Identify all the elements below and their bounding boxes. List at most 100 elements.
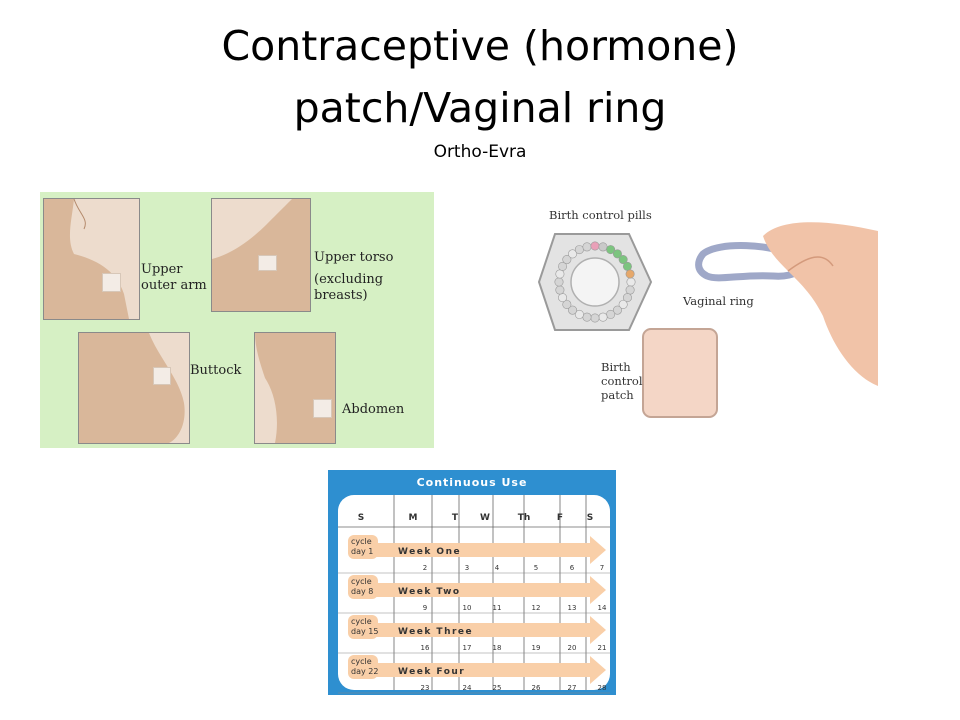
patch-label: Birth control patch bbox=[601, 360, 643, 402]
upper-outer-arm-label-line-2: outer arm bbox=[141, 278, 207, 293]
calendar-date: 23 bbox=[421, 684, 430, 692]
patch-marker-arm bbox=[102, 273, 121, 292]
cycle-day-badge bbox=[348, 575, 378, 599]
calendar-date: 12 bbox=[532, 604, 541, 612]
calendar-date: 10 bbox=[463, 604, 472, 612]
cycle-day-badge bbox=[348, 655, 378, 679]
calendar-date: 20 bbox=[568, 644, 577, 652]
cycle-day-badge bbox=[348, 615, 378, 639]
pill-dot bbox=[618, 255, 628, 265]
upper-torso-label-line-1: Upper torso bbox=[314, 250, 394, 265]
pill-dot bbox=[590, 241, 600, 251]
pill-dot bbox=[626, 277, 636, 287]
upper-arm-figure bbox=[44, 199, 129, 319]
upper-torso-label-line-2: (excluding breasts) bbox=[314, 272, 384, 303]
pill-dot bbox=[562, 299, 572, 309]
upper-arm-photo bbox=[43, 198, 140, 320]
calendar-day-header: T bbox=[452, 513, 459, 523]
abdomen-photo bbox=[254, 332, 336, 444]
calendar-date: 17 bbox=[463, 644, 472, 652]
pill-dot bbox=[574, 245, 584, 255]
pill-dot bbox=[606, 245, 616, 255]
pill-dot bbox=[622, 293, 632, 303]
cycle-day-label: day 22 bbox=[351, 667, 378, 676]
pill-dot bbox=[558, 293, 568, 303]
pill-dot bbox=[622, 261, 632, 271]
buttock-label: Buttock bbox=[190, 363, 242, 378]
cycle-day-badge bbox=[348, 535, 378, 559]
slide-subtitle: Ortho-Evra bbox=[433, 142, 527, 162]
cycle-day-label: cycle bbox=[351, 577, 372, 586]
patch-marker-abdomen bbox=[313, 399, 332, 418]
birth-control-methods-image: Birth control pills Vaginal ring Birth c… bbox=[533, 196, 878, 426]
pill-dot bbox=[574, 309, 584, 319]
pill-pack-icon bbox=[537, 233, 653, 331]
upper-torso-label: Upper torso (excluding breasts) bbox=[314, 250, 434, 304]
buttock-photo bbox=[78, 332, 190, 444]
pill-dot bbox=[555, 269, 565, 279]
pill-dot bbox=[558, 261, 568, 271]
calendar-date: 21 bbox=[598, 644, 607, 652]
calendar-date: 7 bbox=[600, 564, 604, 572]
cycle-day-label: day 1 bbox=[351, 547, 373, 556]
patch-placement-image: Upper outer arm Upper torso (excluding b… bbox=[40, 192, 434, 448]
week-arrow-label: Week Three bbox=[398, 627, 473, 637]
cycle-day-label: cycle bbox=[351, 537, 372, 546]
week-arrow bbox=[376, 536, 606, 564]
pill-dot bbox=[554, 277, 564, 287]
pill-dot bbox=[582, 312, 592, 322]
week-arrow-label: Week Two bbox=[398, 587, 461, 597]
pill-dot bbox=[612, 305, 622, 315]
upper-outer-arm-label: Upper outer arm bbox=[141, 262, 207, 294]
abdomen-label: Abdomen bbox=[342, 402, 405, 417]
hand-icon bbox=[763, 222, 878, 386]
pills-label: Birth control pills bbox=[549, 208, 652, 222]
pill-dot bbox=[562, 255, 572, 265]
cycle-day-label: cycle bbox=[351, 657, 372, 666]
calendar-day-header: W bbox=[480, 513, 490, 523]
calendar-date: 11 bbox=[493, 604, 502, 612]
calendar-date: 2 bbox=[423, 564, 427, 572]
calendar-day-header: M bbox=[409, 513, 418, 523]
pill-dot bbox=[582, 242, 592, 252]
calendar-date: 25 bbox=[493, 684, 502, 692]
abdomen-figure bbox=[255, 333, 335, 443]
slide-title-line-2: patch/Vaginal ring bbox=[293, 84, 667, 132]
calendar-date: 6 bbox=[570, 564, 575, 572]
week-arrow bbox=[376, 656, 606, 684]
calendar-day-header: Th bbox=[518, 513, 531, 523]
calendar-date: 13 bbox=[568, 604, 577, 612]
pill-dot bbox=[590, 313, 600, 323]
pill-dot bbox=[568, 249, 578, 259]
calendar-date: 16 bbox=[421, 644, 430, 652]
calendar-day-header: F bbox=[557, 513, 563, 523]
calendar-date: 3 bbox=[465, 564, 469, 572]
calendar-date: 9 bbox=[423, 604, 427, 612]
pill-dot bbox=[625, 285, 635, 295]
calendar-date: 18 bbox=[493, 644, 502, 652]
patch-label-line-3: patch bbox=[601, 388, 634, 402]
calendar-date: 26 bbox=[532, 684, 541, 692]
calendar-day-header: S bbox=[587, 513, 593, 523]
week-arrow-label: Week One bbox=[398, 547, 461, 557]
upper-outer-arm-label-line-1: Upper bbox=[141, 262, 183, 277]
patch-marker-torso bbox=[258, 255, 277, 271]
calendar-date: 14 bbox=[598, 604, 607, 612]
patch-marker-buttock bbox=[153, 367, 171, 385]
week-arrow-label: Week Four bbox=[398, 667, 465, 677]
week-arrow bbox=[376, 616, 606, 644]
calendar-date: 5 bbox=[534, 564, 538, 572]
methods-figure bbox=[537, 222, 878, 418]
pill-dot bbox=[598, 312, 608, 322]
cycle-day-label: day 8 bbox=[351, 587, 373, 596]
pill-dot bbox=[612, 249, 622, 259]
contraceptive-patch-icon bbox=[642, 328, 718, 418]
week-arrow bbox=[376, 576, 606, 604]
pill-dot bbox=[618, 299, 628, 309]
calendar-title: Continuous Use bbox=[417, 476, 528, 489]
cycle-day-label: cycle bbox=[351, 617, 372, 626]
calendar-date: 27 bbox=[568, 684, 577, 692]
pill-dot bbox=[555, 285, 565, 295]
